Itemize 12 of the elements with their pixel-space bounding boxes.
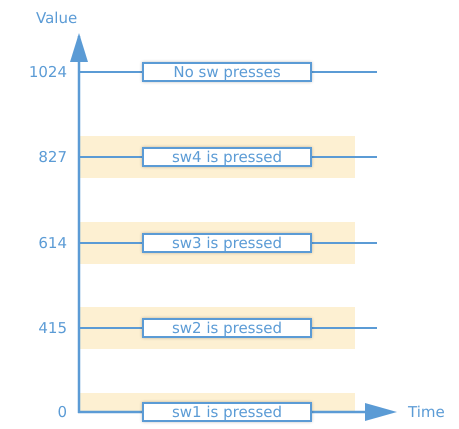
state-box: No sw presses: [142, 62, 312, 82]
axis-tick-label: 827: [38, 148, 67, 166]
axis-tick-label: 1024: [28, 63, 67, 81]
axis-tick-label: 415: [38, 319, 67, 337]
axis-tick-label: 0: [57, 403, 67, 421]
axis-tick-label: 614: [38, 234, 67, 252]
state-box: sw4 is pressed: [142, 147, 312, 167]
state-box: sw2 is pressed: [142, 318, 312, 338]
axis-title: Time: [408, 403, 445, 421]
state-box: sw1 is pressed: [142, 402, 312, 422]
axis-title: Value: [36, 9, 78, 27]
state-box: sw3 is pressed: [142, 233, 312, 253]
